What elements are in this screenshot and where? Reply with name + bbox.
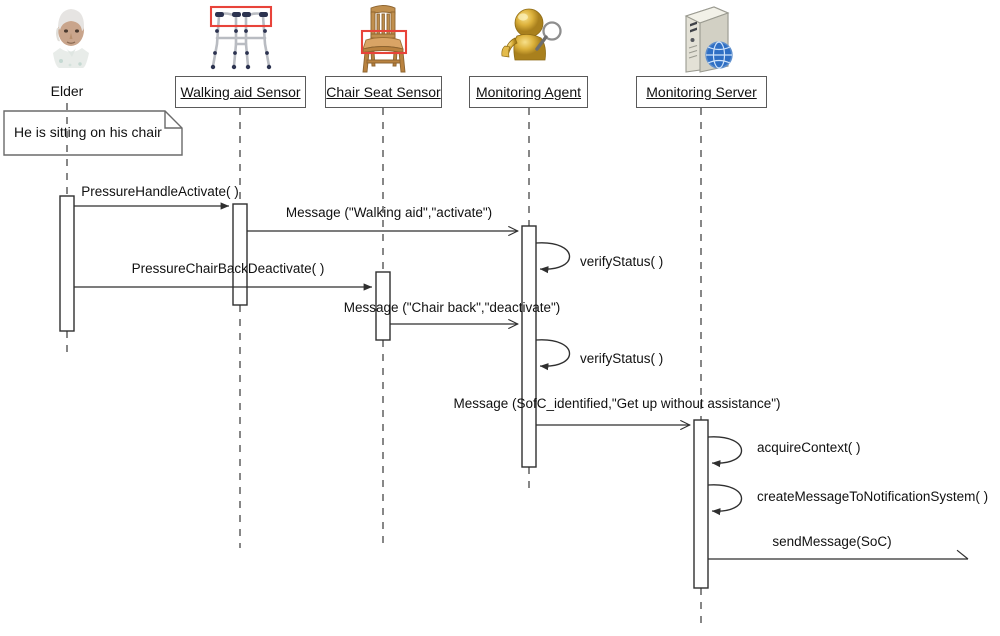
- lifeline-header-monitoring-server[interactable]: Monitoring Server: [636, 76, 767, 108]
- lifeline-header-chair-seat-sensor[interactable]: Chair Seat Sensor: [325, 76, 442, 108]
- server-globe-icon: [668, 2, 740, 74]
- message-label-verify-status-2: verifyStatus( ): [580, 351, 664, 366]
- message-label-pressure-chairback-deactivate: PressureChairBackDeactivate( ): [131, 261, 325, 276]
- note-text: He is sitting on his chair: [14, 124, 162, 140]
- lifeline-label-walking-aid-sensor: Walking aid Sensor: [180, 84, 301, 100]
- message-label-walking-aid-activate: Message ("Walking aid","activate"): [285, 205, 493, 220]
- lifeline-header-walking-aid-sensor[interactable]: Walking aid Sensor: [175, 76, 306, 108]
- arrow-create-message-notification: [707, 484, 743, 516]
- activation-monitoring-server: [693, 419, 709, 589]
- wooden-chair-icon: [352, 2, 414, 74]
- walker-frame-icon: [205, 4, 277, 74]
- arrow-verify-status-2: [535, 339, 571, 371]
- message-label-sofc-identified: Message (SofC_identified,"Get up without…: [453, 396, 781, 411]
- activation-walking-aid-sensor: [232, 203, 248, 306]
- chair-seat-highlight-box: [360, 29, 408, 55]
- walker-handle-highlight-box: [209, 5, 273, 28]
- activation-chair-seat-sensor: [375, 271, 391, 341]
- elderly-person-photo-icon: [48, 4, 94, 68]
- activation-monitoring-agent: [521, 225, 537, 468]
- message-label-chair-back-deactivate: Message ("Chair back","deactivate"): [343, 300, 561, 315]
- activation-elder: [59, 195, 75, 332]
- lifeline-header-monitoring-agent[interactable]: Monitoring Agent: [469, 76, 588, 108]
- lifeline-label-monitoring-server: Monitoring Server: [646, 84, 757, 100]
- message-label-send-message-soc: sendMessage(SoC): [772, 534, 892, 549]
- agent-magnifier-icon: [492, 6, 568, 72]
- message-label-verify-status-1: verifyStatus( ): [580, 254, 664, 269]
- note-elder-state: He is sitting on his chair: [3, 110, 183, 156]
- arrow-acquire-context: [707, 436, 743, 468]
- message-label-create-message-notification: createMessageToNotificationSystem( ): [757, 489, 989, 504]
- lifeline-label-elder: Elder: [50, 83, 84, 99]
- arrow-verify-status-1: [535, 242, 571, 274]
- message-label-pressure-handle-activate: PressureHandleActivate( ): [81, 184, 239, 199]
- lifeline-label-monitoring-agent: Monitoring Agent: [475, 84, 582, 100]
- message-label-acquire-context: acquireContext( ): [757, 440, 861, 455]
- lifeline-label-chair-seat-sensor: Chair Seat Sensor: [326, 84, 441, 100]
